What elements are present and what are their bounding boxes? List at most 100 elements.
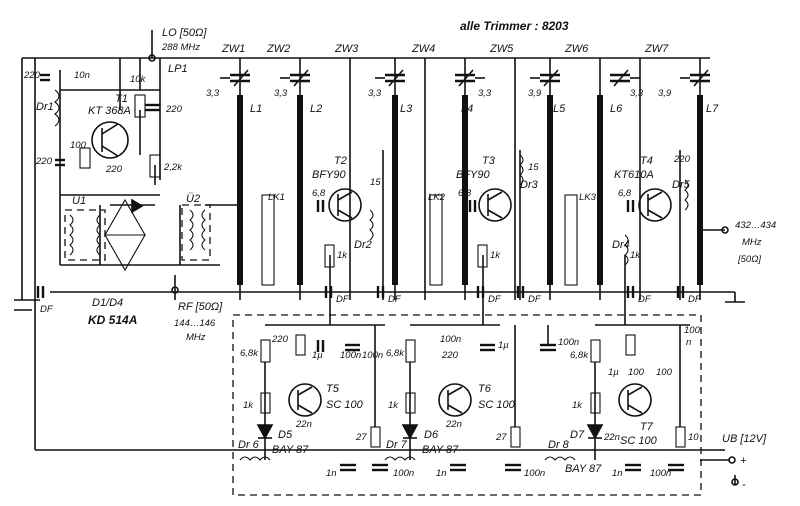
t5-label: T5 [326, 383, 340, 395]
t3-label: T3 [482, 155, 496, 167]
lo-freq: 288 MHz [161, 42, 200, 53]
trim-cap-2: 3,3 [274, 88, 288, 99]
mixer-u2: Ü2 [186, 193, 200, 205]
trimmer-zw1 [220, 69, 250, 87]
lk3-label: LK3 [579, 192, 597, 203]
t7-type: SC 100 [620, 435, 658, 447]
link-lk1 [261, 194, 275, 286]
t7-c1n: 1n [612, 468, 623, 479]
t4-cap: 6,8 [618, 188, 632, 199]
t4-dr4: Dr4 [612, 239, 630, 251]
t6-dtype: BAY 87 [422, 444, 459, 456]
zw2-label: ZW2 [266, 43, 290, 55]
t7-c100n2: 100 [656, 367, 673, 378]
lo-label: LO [50Ω] [162, 27, 207, 39]
lk1-label: LK1 [268, 192, 285, 203]
t6-r68: 6,8k [386, 348, 405, 359]
df-6: DF [638, 294, 652, 305]
osc-r22k: 2,2k [163, 162, 183, 173]
osc-r100: 100 [70, 140, 87, 151]
mixer [64, 198, 211, 272]
t6-c22n: 22n [445, 419, 462, 430]
osc-c220c: 220 [35, 156, 53, 167]
out-unit: MHz [742, 237, 762, 248]
df-1: DF [40, 304, 54, 315]
trimmer-zw7 [680, 69, 710, 87]
transistor-t1 [91, 121, 129, 159]
t5-c100n2: 100n [362, 350, 383, 361]
transformer-u2 [181, 204, 211, 261]
oscillator [40, 73, 161, 178]
t6-dr: Dr 7 [386, 439, 408, 451]
t6-label: T6 [478, 383, 492, 395]
t5-type: SC 100 [326, 399, 364, 411]
feedthroughs [36, 286, 685, 298]
resistor-2-2k [149, 154, 161, 178]
t7-c100-top2: n [686, 337, 691, 348]
t5-c100nb: 100n [393, 468, 414, 479]
transistor-t4 [638, 188, 672, 222]
t6-d: D6 [424, 429, 439, 441]
t7-dtype: BAY 87 [565, 463, 602, 475]
t7-c100: 100 [628, 367, 645, 378]
t3-c15: 15 [528, 162, 539, 173]
t7-c100nb: 100n [650, 468, 671, 479]
t6-c1u: 1µ [498, 340, 509, 351]
t5-c100n: 100n [340, 350, 361, 361]
bias-circuits [239, 324, 739, 486]
osc-c220b: 220 [165, 104, 183, 115]
rf-stages [316, 154, 689, 268]
coils [237, 95, 703, 285]
t2-c15: 15 [370, 177, 381, 188]
l4-label: L4 [461, 103, 473, 115]
t5-dr: Dr 6 [238, 439, 260, 451]
t3-r1k: 1k [490, 250, 501, 261]
transformer-u1 [64, 209, 106, 261]
l5-label: L5 [553, 103, 566, 115]
transistor-t3 [478, 188, 512, 222]
out-impedance: [50Ω] [737, 254, 761, 265]
t6-c1n: 1n [436, 468, 447, 479]
t4-r1k: 1k [630, 250, 641, 261]
supply-plus: + [740, 455, 747, 467]
trimmer-capacitors [220, 69, 710, 87]
choke-dr1 [54, 89, 60, 127]
osc-dr1: Dr1 [36, 101, 54, 113]
l6-label: L6 [610, 103, 623, 115]
osc-c220a: 220 [23, 70, 41, 81]
trimmer-zw6 [610, 69, 640, 87]
zw6-label: ZW6 [564, 43, 589, 55]
t4-type: KT610A [614, 169, 654, 181]
t6-r1k: 1k [388, 400, 399, 411]
t6-r27: 27 [495, 432, 507, 443]
trimmer-zw5 [530, 69, 560, 87]
labels: alle Trimmer : 8203 LO [50Ω] 288 MHz ZW1… [23, 19, 776, 491]
t6-type: SC 100 [478, 399, 516, 411]
osc-c10n: 10n [74, 70, 90, 81]
rf-unit: MHz [186, 332, 206, 343]
t3-dr3: Dr3 [520, 179, 539, 191]
t3-type: BFY90 [456, 169, 491, 181]
link-coils [261, 194, 578, 286]
lk2-label: LK2 [428, 192, 446, 203]
t5-c220: 220 [271, 334, 289, 345]
osc-t1-type: KT 368A [88, 105, 131, 117]
zw7-label: ZW7 [644, 43, 669, 55]
t4-label: T4 [640, 155, 653, 167]
bias-supply-box [232, 314, 702, 496]
link-lk3 [564, 194, 578, 286]
mixer-u1: Ü1 [72, 195, 86, 207]
t7-label: T7 [640, 421, 654, 433]
trim-cap-6: 3,3 [630, 88, 644, 99]
supply-minus: - [742, 479, 746, 491]
t2-dr2: Dr2 [354, 239, 372, 251]
t5-r68: 6,8k [240, 348, 259, 359]
mixer-diodes: D1/D4 [92, 297, 123, 309]
transistor-t2 [328, 188, 362, 222]
t7-c22n: 22n [603, 432, 620, 443]
t5-r27: 27 [355, 432, 367, 443]
t7-r68: 6,8k [570, 350, 589, 361]
zw4-label: ZW4 [411, 43, 435, 55]
rf-freq: 144…146 [174, 318, 216, 329]
